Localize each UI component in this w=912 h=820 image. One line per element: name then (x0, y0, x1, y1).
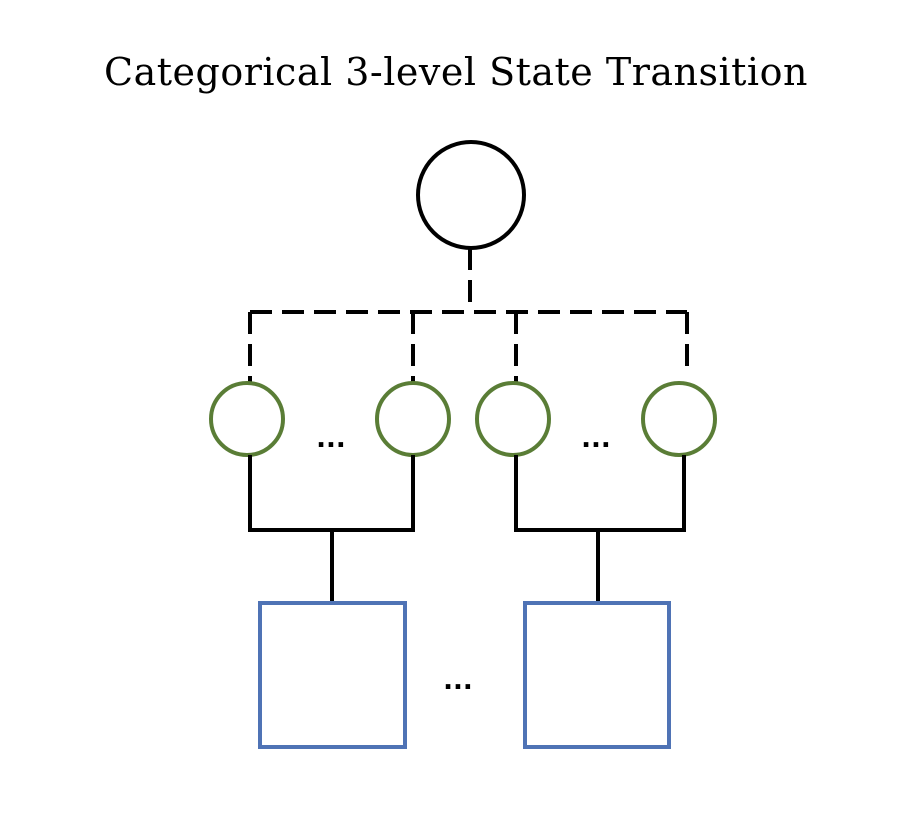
right-group-connector (514, 455, 686, 532)
middle-node-4 (641, 381, 717, 457)
middle-node-3 (475, 381, 551, 457)
middle-node-2 (375, 381, 451, 457)
bottom-ellipsis: ... (443, 666, 473, 696)
diagram-title: Categorical 3-level State Transition (104, 50, 808, 94)
middle-left-ellipsis: ... (316, 424, 346, 454)
left-group-connector (248, 455, 415, 532)
root-node (416, 140, 526, 250)
middle-node-1 (209, 381, 285, 457)
leaf-box-left (258, 601, 407, 749)
middle-right-ellipsis: ... (581, 424, 611, 454)
leaf-box-right (523, 601, 671, 749)
